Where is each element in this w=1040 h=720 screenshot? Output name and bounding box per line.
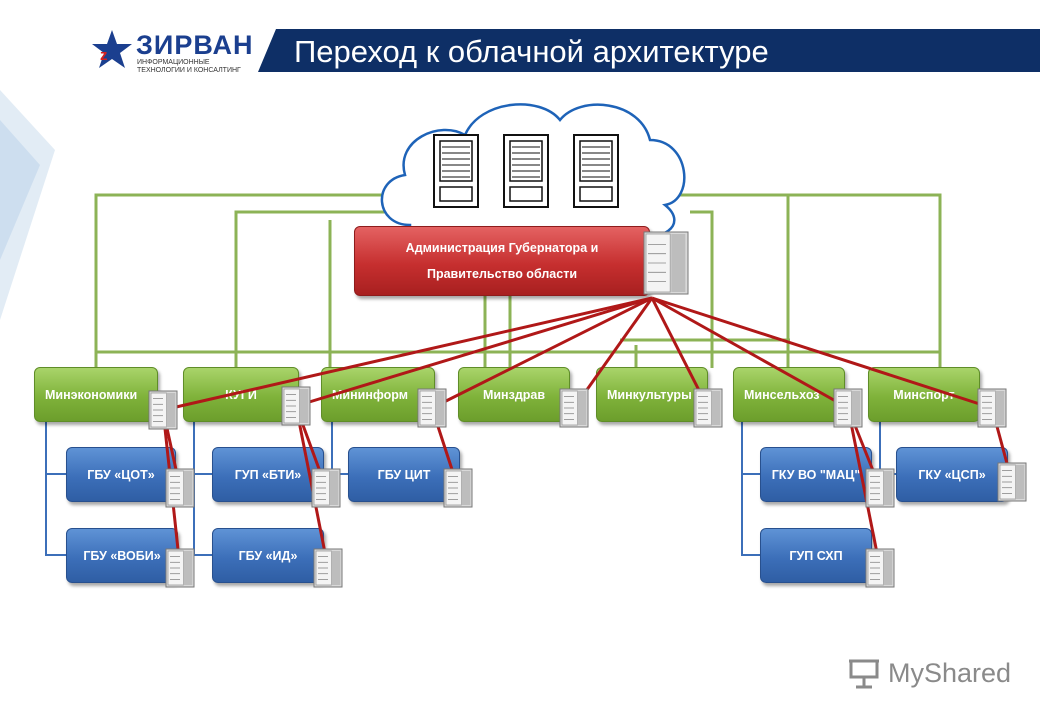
server-rack-icon <box>503 134 549 208</box>
subunit-label: ГБУ ЦИТ <box>377 467 431 482</box>
subunit-node: ГБУ «ЦОТ» <box>66 447 176 502</box>
subunit-label: ГБУ «ЦОТ» <box>87 467 155 482</box>
server-icon <box>997 462 1027 502</box>
ministry-label: Мининформ <box>332 387 409 402</box>
server-icon <box>165 468 195 508</box>
ministry-node: Минэкономики <box>34 367 158 422</box>
title-band <box>258 29 1040 72</box>
link-line <box>431 296 653 410</box>
subunit-label: ГБУ «ИД» <box>238 548 298 563</box>
link-line <box>846 407 882 569</box>
subunit-node: ГБУ «ВОБИ» <box>66 528 178 583</box>
server-icon <box>643 231 689 295</box>
link-line <box>295 296 653 408</box>
ministry-label: Минкультуры <box>607 387 692 402</box>
ministry-label: Минэкономики <box>45 387 138 402</box>
link-line <box>162 296 653 412</box>
server-icon <box>977 388 1007 428</box>
ministry-label: Минздрав <box>482 387 546 402</box>
root-node-label: Администрация Губернатора и Правительств… <box>405 241 599 281</box>
subunit-node: ГКУ «ЦСП» <box>896 447 1008 502</box>
server-icon <box>417 388 447 428</box>
server-rack-icon <box>573 134 619 208</box>
logo-star-icon: z <box>92 30 132 68</box>
subunit-label: ГБУ «ВОБИ» <box>83 548 161 563</box>
server-rack-icon <box>433 134 479 208</box>
ministry-node: Минкультуры <box>596 367 708 422</box>
server-icon <box>148 390 178 430</box>
subunit-label: ГУП «БТИ» <box>234 467 302 482</box>
presentation-icon <box>849 659 879 689</box>
server-icon <box>311 468 341 508</box>
server-icon <box>443 468 473 508</box>
subunit-label: ГУП СХП <box>789 548 843 563</box>
link-line <box>651 296 993 410</box>
server-icon <box>313 548 343 588</box>
subunit-label: ГКУ «ЦСП» <box>918 467 986 482</box>
page-title: Переход к облачной архитектуре <box>294 34 769 69</box>
svg-text:z: z <box>100 47 108 64</box>
subunit-node: ГБУ «ИД» <box>212 528 324 583</box>
server-icon <box>693 388 723 428</box>
ministry-label: Минсельхоз <box>744 387 820 402</box>
ministry-node: Мининформ <box>321 367 435 422</box>
server-icon <box>165 548 195 588</box>
logo-name: ЗИРВАН <box>136 30 254 60</box>
watermark: MyShared <box>848 655 1011 691</box>
server-icon <box>559 388 589 428</box>
subunit-node: ГУП СХП <box>760 528 872 583</box>
subunit-node: ГКУ ВО "МАЦ" <box>760 447 872 502</box>
ministry-node: КУГИ <box>183 367 299 422</box>
subunit-node: ГБУ ЦИТ <box>348 447 460 502</box>
root-node: Администрация Губернатора и Правительств… <box>354 226 650 296</box>
server-icon <box>865 548 895 588</box>
server-icon <box>833 388 863 428</box>
server-icon <box>281 386 311 426</box>
subunit-label: ГКУ ВО "МАЦ" <box>771 467 861 482</box>
server-icon <box>865 468 895 508</box>
ministry-node: Минздрав <box>458 367 570 422</box>
logo-tagline: ИНФОРМАЦИОННЫЕ ТЕХНОЛОГИИ И КОНСАЛТИНГ <box>137 59 241 74</box>
watermark-text: MyShared <box>888 657 1012 688</box>
link-line <box>651 296 849 410</box>
